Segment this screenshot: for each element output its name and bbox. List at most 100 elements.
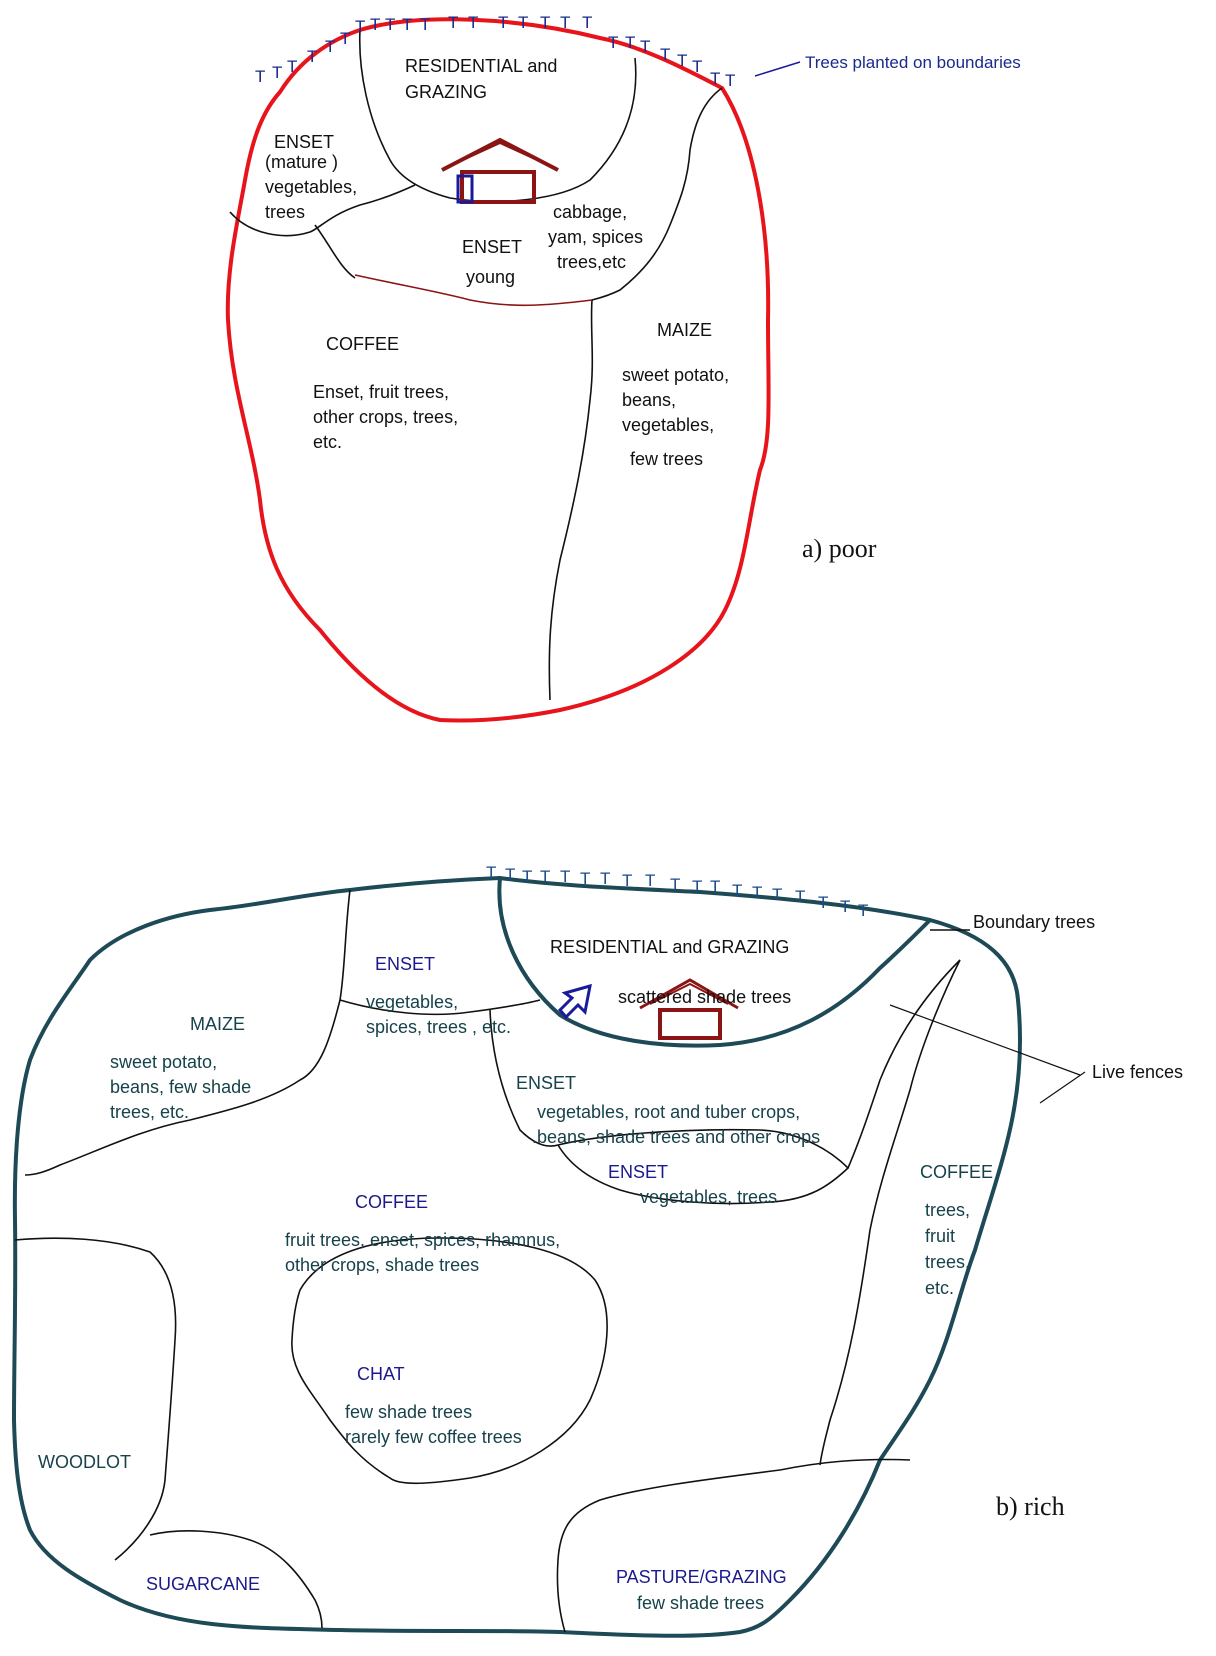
rich-enset2-line1: vegetables, root and tuber crops, (537, 1102, 800, 1122)
rich-coffee2-line1: trees, (925, 1200, 970, 1220)
poor-enset-mature-title: ENSET (274, 132, 334, 152)
rich-farm-boundary (11, 875, 1022, 1638)
rich-live-fences-label: Live fences (1092, 1062, 1183, 1082)
boundary-tree-icon: T (677, 51, 687, 70)
poor-enset-mature-trees: trees (265, 202, 305, 222)
boundary-tree-icon: T (645, 871, 655, 890)
poor-cabbage-line2: yam, spices (548, 227, 643, 247)
rich-enset2-line2: .beans, shade trees and other crops (532, 1127, 820, 1147)
poor-maize-line2: beans, (622, 390, 676, 410)
rich-caption: b) rich (996, 1492, 1065, 1521)
boundary-tree-icon: T (858, 901, 868, 920)
poor-cabbage-line3: trees,etc (557, 252, 626, 272)
poor-farm-boundary (225, 17, 771, 723)
rich-coffee-line2: other crops, shade trees (285, 1255, 479, 1275)
boundary-tree-icon: T (522, 867, 532, 886)
boundary-tree-icon: T (840, 897, 850, 916)
boundary-tree-icon: T (732, 881, 742, 900)
boundary-tree-icon: T (272, 63, 282, 82)
boundary-tree-icon: T (255, 67, 265, 86)
boundary-tree-icon: T (560, 867, 570, 886)
boundary-tree-icon: T (692, 57, 702, 76)
rich-woodlot-label: WOODLOT (38, 1452, 131, 1472)
poor-coffee-line1: Enset, fruit trees, (313, 382, 449, 402)
rich-coffee2-title: COFFEE (920, 1162, 993, 1182)
poor-coffee-line3: etc. (313, 432, 342, 452)
poor-enset-young-title: ENSET (462, 237, 522, 257)
boundary-tree-icon: T (287, 57, 297, 76)
rich-enset3-title: ENSET (608, 1162, 668, 1182)
poor-maize-line3: vegetables, (622, 415, 714, 435)
boundary-tree-icon: T (518, 13, 528, 32)
rich-enset2-title: ENSET (516, 1073, 576, 1093)
rich-maize-line1: sweet potato, (110, 1052, 217, 1072)
boundary-tree-icon: T (692, 877, 702, 896)
poor-caption: a) poor (802, 534, 877, 563)
boundary-tree-icon: T (772, 885, 782, 904)
boundary-tree-icon: T (486, 863, 496, 882)
rich-arrow-icon (557, 983, 592, 1020)
boundary-tree-icon: T (540, 13, 550, 32)
poor-cabbage-line1: cabbage, (553, 202, 627, 222)
rich-boundary-note: Boundary trees (973, 912, 1095, 932)
rich-residential-title: RESIDENTIAL and GRAZING (550, 937, 789, 957)
rich-maize-title: MAIZE (190, 1014, 245, 1034)
rich-enset1-title: ENSET (375, 954, 435, 974)
boundary-tree-icon: T (640, 37, 650, 56)
poor-coffee-title: COFFEE (326, 334, 399, 354)
poor-residential-line1: RESIDENTIAL and (405, 56, 557, 76)
boundary-tree-icon: T (505, 865, 515, 884)
rich-zone-dividers (14, 889, 961, 1633)
poor-zone-dividers (229, 29, 723, 701)
boundary-tree-icon: T (582, 13, 592, 32)
rich-pasture-title: PASTURE/GRAZING (616, 1567, 787, 1587)
rich-scattered-trees: scattered shade trees (618, 987, 791, 1007)
poor-maize-line1: sweet potato, (622, 365, 729, 385)
boundary-tree-icon: T (580, 869, 590, 888)
boundary-tree-icon: T (818, 893, 828, 912)
poor-boundary-note: Trees planted on boundaries (805, 53, 1021, 72)
rich-coffee2-line3: trees, (925, 1252, 970, 1272)
rich-enset1-line2: spices, trees , etc. (366, 1017, 511, 1037)
poor-coffee-line2: other crops, trees, (313, 407, 458, 427)
poor-residential-line2: GRAZING (405, 82, 487, 102)
poor-note-pointer (754, 61, 801, 77)
rich-enset1-line1: vegetables, (366, 992, 458, 1012)
boundary-tree-icon: T (540, 867, 550, 886)
poor-enset-young-border (354, 274, 593, 307)
boundary-tree-icon: T (325, 37, 335, 56)
boundary-tree-icon: T (795, 887, 805, 906)
poor-maize-title: MAIZE (657, 320, 712, 340)
boundary-tree-icon: T (660, 45, 670, 64)
rich-residential-fence (497, 877, 932, 1048)
rich-chat-line2: rarely few coffee trees (345, 1427, 522, 1447)
poor-enset-mature-sub: (mature ) (265, 152, 338, 172)
rich-coffee-title: COFFEE (355, 1192, 428, 1212)
rich-fence-pointer-2 (1039, 1071, 1086, 1104)
rich-coffee2-line4: etc. (925, 1278, 954, 1298)
boundary-tree-icon: T (370, 15, 380, 34)
poor-maize-line4: few trees (630, 449, 703, 469)
rich-coffee-line1: fruit trees, enset, spices, rhamnus, (285, 1230, 560, 1250)
rich-chat-title: CHAT (357, 1364, 405, 1384)
boundary-tree-icon: T (608, 33, 618, 52)
poor-house-icon (441, 137, 559, 204)
boundary-tree-icon: T (355, 17, 365, 36)
boundary-tree-icon: T (420, 15, 430, 34)
rich-maize-line3: trees, etc. (110, 1102, 189, 1122)
boundary-tree-icon: T (752, 883, 762, 902)
boundary-tree-icon: T (307, 47, 317, 66)
poor-enset-young-sub: young (466, 267, 515, 287)
rich-pasture-body: few shade trees (637, 1593, 764, 1613)
rich-chat-line1: few shade trees (345, 1402, 472, 1422)
boundary-tree-icon: T (402, 15, 412, 34)
boundary-tree-icon: T (498, 13, 508, 32)
boundary-tree-icon: T (448, 13, 458, 32)
rich-maize-line2: beans, few shade (110, 1077, 251, 1097)
rich-coffee2-line2: fruit (925, 1226, 955, 1246)
boundary-tree-icon: T (340, 29, 350, 48)
